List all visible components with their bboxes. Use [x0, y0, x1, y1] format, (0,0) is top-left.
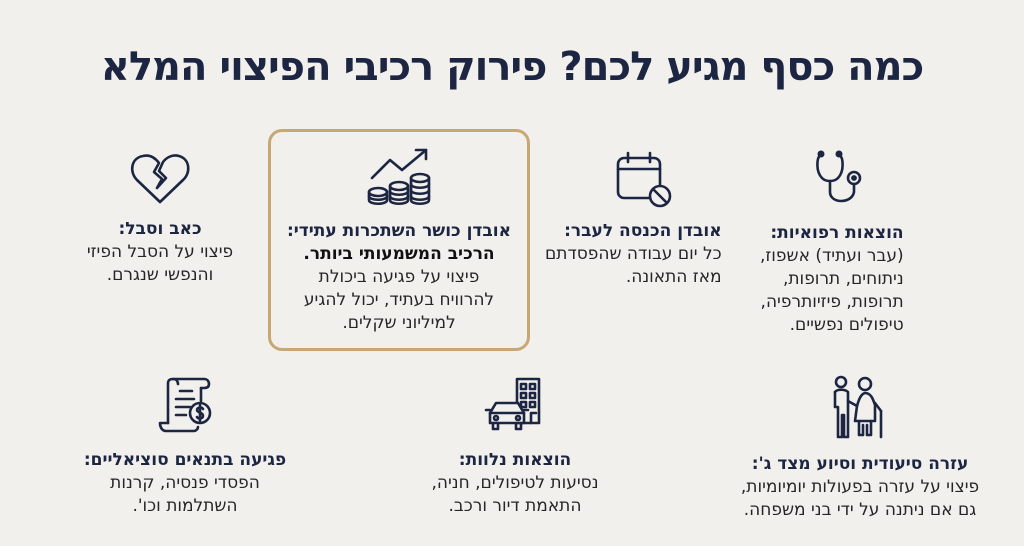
component-future-earning-capacity: אובדן כושר השתכרות עתידי: הרכיב המשמעותי… — [270, 146, 528, 335]
past-income-text: אובדן הכנסה לעבר: כל יום עבודה שהפסדתם מ… — [545, 220, 722, 289]
calendar-blocked-icon — [614, 150, 676, 212]
past-income-heading: אובדן הכנסה לעבר: — [564, 221, 722, 241]
caregiver-icon — [827, 375, 893, 445]
medical-line: (עבר ועתיד) אשפוז, — [760, 246, 904, 266]
future-earning-line: פיצוי על פגיעה ביכולת — [318, 267, 480, 287]
medical-line: ניתוחים, תרופות, — [782, 269, 904, 289]
past-income-line: כל יום עבודה שהפסדתם — [545, 244, 722, 264]
nursing-care-heading: עזרה סיעודית וסיוע מצד ג': — [751, 454, 969, 474]
future-earning-subheading: הרכיב המשמעותי ביותר. — [303, 244, 495, 264]
component-nursing-care: עזרה סיעודית וסיוע מצד ג': פיצוי על עזרה… — [700, 375, 1020, 522]
car-building-icon — [484, 375, 546, 441]
nursing-care-text: עזרה סיעודית וסיוע מצד ג': פיצוי על עזרה… — [741, 453, 979, 522]
ancillary-line: נסיעות לטיפולים, חניה, — [431, 473, 599, 493]
future-earning-text: אובדן כושר השתכרות עתידי: הרכיב המשמעותי… — [287, 220, 511, 335]
component-social-benefits: פגיעה בתנאים סוציאליים: הפסדי פנסיה, קרנ… — [70, 375, 300, 518]
receipt-dollar-icon — [154, 375, 216, 441]
future-earning-line: להרוויח בעתיד, יכול להגיע — [303, 290, 495, 310]
stethoscope-icon — [812, 150, 868, 214]
nursing-care-line: פיצוי על עזרה בפעולות יומיומיות, — [740, 477, 980, 497]
social-benefits-line: הפסדי פנסיה, קרנות — [110, 473, 260, 493]
social-benefits-line: השתלמות וכו'. — [132, 496, 238, 516]
pain-suffering-line: והנפשי שנגרם. — [106, 265, 214, 285]
component-pain-suffering: כאב וסבל: פיצוי על הסבל הפיזי והנפשי שנג… — [70, 152, 250, 287]
medical-line: תרופות, פיזיותרפיה, — [760, 292, 904, 312]
broken-heart-icon — [129, 152, 191, 210]
nursing-care-line: גם אם ניתנה על ידי בני משפחה. — [743, 500, 977, 520]
medical-line: טיפולים נפשיים. — [789, 315, 904, 335]
highlight-frame — [268, 129, 530, 351]
ancillary-line: התאמת דיור ורכב. — [448, 496, 582, 516]
pain-suffering-text: כאב וסבל: פיצוי על הסבל הפיזי והנפשי שנג… — [87, 218, 233, 287]
growth-coins-icon — [366, 146, 432, 212]
page-title: כמה כסף מגיע לכם? פירוק רכיבי הפיצוי המל… — [100, 44, 925, 90]
medical-text: הוצאות רפואיות: (עבר ועתיד) אשפוז, ניתוח… — [760, 222, 904, 337]
component-past-income: אובדן הכנסה לעבר: כל יום עבודה שהפסדתם מ… — [545, 150, 745, 289]
future-earning-heading: אובדן כושר השתכרות עתידי: — [287, 221, 511, 241]
social-benefits-text: פגיעה בתנאים סוציאליים: הפסדי פנסיה, קרנ… — [84, 449, 286, 518]
pain-suffering-heading: כאב וסבל: — [118, 219, 202, 239]
ancillary-text: הוצאות נלוות: נסיעות לטיפולים, חניה, התא… — [432, 449, 599, 518]
ancillary-heading: הוצאות נלוות: — [458, 450, 572, 470]
component-ancillary-expenses: הוצאות נלוות: נסיעות לטיפולים, חניה, התא… — [410, 375, 620, 518]
social-benefits-heading: פגיעה בתנאים סוציאליים: — [83, 450, 287, 470]
pain-suffering-line: פיצוי על הסבל הפיזי — [86, 242, 234, 262]
past-income-line: מאז התאונה. — [625, 267, 722, 287]
component-medical-expenses: הוצאות רפואיות: (עבר ועתיד) אשפוז, ניתוח… — [760, 150, 920, 337]
future-earning-line: למיליוני שקלים. — [342, 313, 456, 333]
medical-heading: הוצאות רפואיות: — [770, 223, 904, 243]
